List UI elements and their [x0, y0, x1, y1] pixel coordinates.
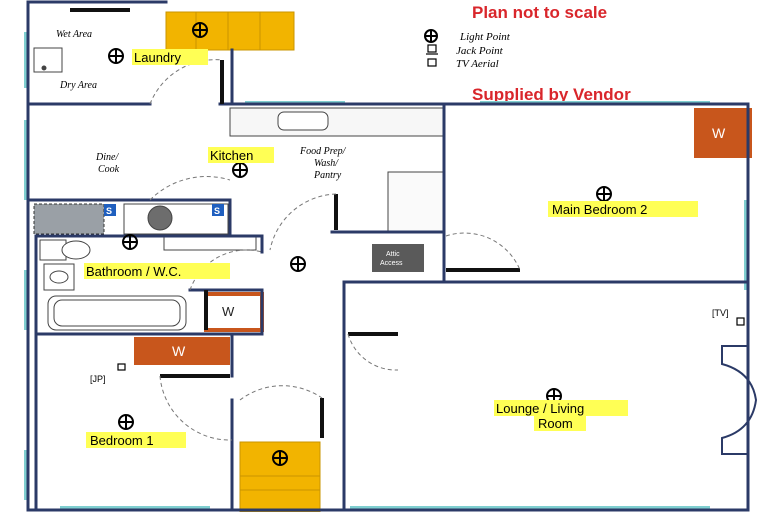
- wardrobe-label-bed1: W: [172, 343, 186, 359]
- legend-light-point: Light Point: [459, 31, 511, 43]
- jack-point-icon: [117, 363, 126, 371]
- jp-marker: [JP]: [90, 374, 106, 384]
- room-dine-cook-2: Cook: [98, 164, 120, 175]
- attic-label-1: Attic: [386, 251, 400, 258]
- sink-marker-1: S: [106, 206, 112, 216]
- door-swings: [149, 59, 521, 441]
- bay-window: [721, 345, 758, 455]
- light-point-icon: [118, 414, 134, 430]
- light-point-icon: [596, 186, 612, 202]
- room-main-bedroom-2: Main Bedroom 2: [552, 202, 647, 217]
- room-bathroom: Bathroom / W.C.: [86, 264, 181, 279]
- light-point-icon: [232, 162, 248, 178]
- stairs-top: [165, 11, 295, 51]
- wardrobe-bedroom-1: [134, 337, 230, 365]
- legend: Light Point Jack Point TV Aerial: [424, 29, 511, 70]
- room-laundry: Laundry: [134, 50, 181, 65]
- jack-point-icon: [426, 44, 438, 55]
- room-food-prep-1: Food Prep/: [299, 146, 347, 157]
- tv-aerial-icon: [427, 58, 437, 67]
- room-dine-cook-1: Dine/: [95, 152, 119, 163]
- light-point-icon: [272, 450, 288, 466]
- tv-aerial-icon: [736, 317, 745, 326]
- vendor-note: Supplied by Vendor: [472, 85, 631, 104]
- attic-access: [372, 244, 424, 272]
- room-food-prep-2: Wash/: [314, 158, 339, 169]
- room-label-highlights: [84, 49, 698, 448]
- light-point-icon: [122, 234, 138, 250]
- light-point-icon: [108, 48, 124, 64]
- light-points: [108, 22, 612, 466]
- light-point-icon: [290, 256, 306, 272]
- legend-tv-aerial: TV Aerial: [456, 58, 499, 70]
- light-point-icon: [192, 22, 208, 38]
- room-food-prep-3: Pantry: [313, 170, 342, 181]
- room-bedroom-1: Bedroom 1: [90, 433, 154, 448]
- sink-markers: S S: [104, 204, 224, 216]
- wardrobe-label-main: W: [712, 125, 726, 141]
- room-lounge: Lounge / Living: [496, 401, 584, 416]
- plan-title: Plan not to scale: [472, 3, 607, 22]
- sink-marker-2: S: [214, 206, 220, 216]
- fixtures: [33, 47, 445, 331]
- room-wet-area: Wet Area: [56, 29, 92, 40]
- door-jambs: [70, 8, 520, 438]
- room-lounge-2: Room: [538, 416, 573, 431]
- wardrobe-label-hall: W: [222, 304, 235, 319]
- wardrobe-main-bedroom: [694, 108, 752, 158]
- room-dry-area: Dry Area: [59, 80, 97, 91]
- tv-marker: [TV]: [712, 308, 729, 318]
- attic-label-2: Access: [380, 260, 403, 267]
- light-point-icon: [424, 29, 438, 43]
- room-kitchen: Kitchen: [210, 148, 253, 163]
- walls: [26, 0, 750, 512]
- legend-jack-point: Jack Point: [456, 45, 504, 57]
